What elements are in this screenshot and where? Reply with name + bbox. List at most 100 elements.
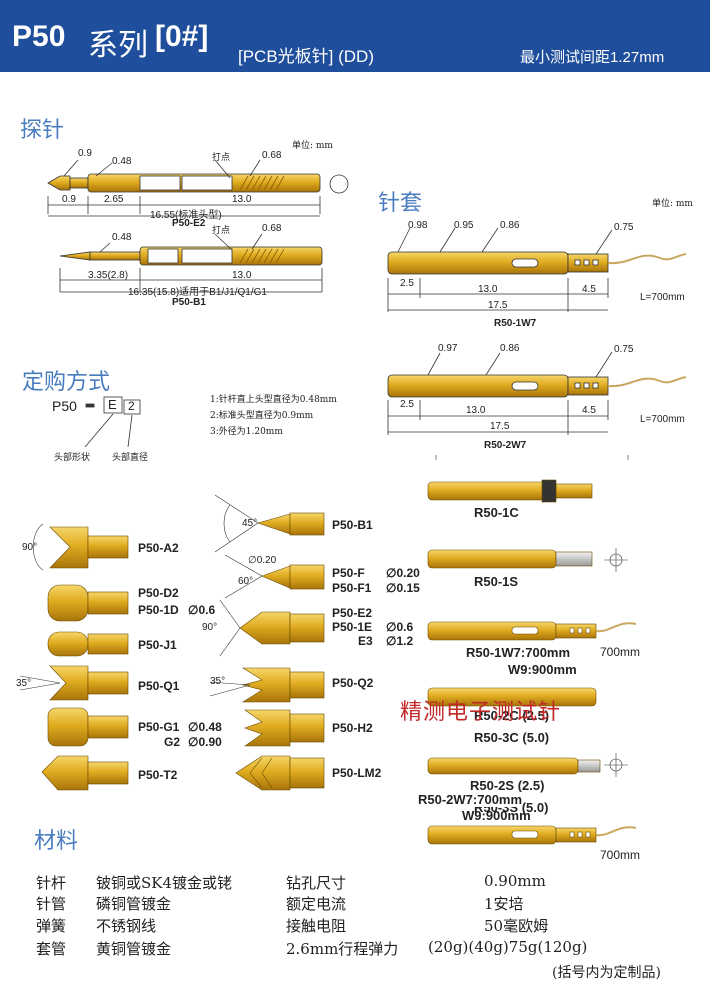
mat-v1-2: 不锈钢线 [96,917,157,935]
watermark-text: 精测电子测试针 [400,700,562,725]
w72-d4: 0.75 [614,344,634,355]
w72-total: 17.5 [490,421,510,432]
unit-label: 单位: mm [292,141,333,151]
mat-k1-3: 套管 [36,940,67,958]
w72-name: R50-2W7 [484,440,527,451]
head-g2-dia: ∅0.90 [188,735,222,749]
section-title-order: 定购方式 [22,370,111,395]
e2-d1: 0.9 [78,148,92,159]
w72-dim1: 2.5 [400,399,414,410]
e2-total: 16.55(标准头型) [150,210,222,221]
left-heads-drawing [19,523,129,791]
head-e3-dia: ∅1.2 [386,634,414,648]
sleeve-1w7-wire: 700mm [600,645,641,659]
head-h2: P50-H2 [332,721,373,735]
mat-v1-1: 磷铜管镀金 [96,895,172,913]
order-box-shape: E [108,397,117,412]
w72-wire: L=700mm [640,414,685,425]
head-1e-dia: ∅0.6 [386,620,414,634]
order-note-1: 1:针杆直上头型直径为0.48mm [210,395,337,405]
q1-angle: 35° [16,678,32,689]
order-code: P50 [52,398,77,414]
head-1d-dia: ∅0.6 [188,603,216,617]
mat-v1-3: 黄铜管镀金 [96,940,172,958]
head-j1: P50-J1 [138,638,177,652]
b1-d2: 0.48 [112,232,132,243]
mat-v2-0: 0.90mm [484,872,546,890]
head-f1-dia: ∅0.15 [386,581,420,595]
w72-dim3: 4.5 [582,405,596,416]
b1-dim3: 13.0 [232,270,252,281]
b1-name: P50-B1 [172,297,206,308]
head-a2: P50-A2 [138,541,179,555]
mat-v2-3: (20g)(40g)75g(120g) [428,938,588,956]
e2-dim1: 0.9 [62,194,76,205]
sleeve-2w7-wire: 700mm [600,848,641,862]
b1-dim1: 3.35(2.8) [88,270,129,281]
mat-k1-0: 针杆 [36,874,67,892]
probe-e2-drawing [47,159,349,217]
head-1e: P50-1E [332,620,373,634]
w7-d4: 0.75 [614,222,634,233]
e2-angle: 90° [202,622,218,633]
head-g2: G2 [164,735,181,749]
section-title-sleeve: 针套 [378,191,423,216]
head-b1: P50-B1 [332,518,373,532]
series-code: [0#] [155,20,209,53]
b1-mark: 打点 [212,226,231,236]
sleeve-1s: R50-1S [474,574,519,589]
f-top-dia: ∅0.20 [248,555,277,566]
e2-dim3: 13.0 [232,194,252,205]
head-d2: P50-D2 [138,586,179,600]
head-e3: E3 [358,634,373,648]
head-f-dia: ∅0.20 [386,566,420,580]
head-g1-dia: ∅0.48 [188,720,222,734]
head-e2: P50-E2 [332,606,373,620]
w72-d1: 0.97 [438,343,458,354]
w7-d2: 0.95 [454,220,474,231]
e2-dim2: 2.65 [104,194,124,205]
sleeve-unit-label: 单位: mm [652,199,693,209]
a2-angle: 90° [22,542,38,553]
head-f: P50-F [332,566,365,580]
sleeve-1w7-w9: W9:900mm [508,662,577,677]
head-lm2: P50-LM2 [332,766,382,780]
b1-angle: 45° [242,518,258,529]
e2-d3: 0.68 [262,150,282,161]
head-t2: P50-T2 [138,768,178,782]
subtitle: [PCB光板针] (DD) [238,47,374,66]
w7-d1: 0.98 [408,220,428,231]
order-caption-diameter: 头部直径 [112,453,149,463]
sleeve-1w7: R50-1W7:700mm [466,645,571,660]
mat-k2-3: 2.6mm行程弹力 [286,940,399,958]
order-caption-shape: 头部形状 [54,453,91,463]
head-g1: P50-G1 [138,720,180,734]
sleeve-3c: R50-3C (5.0) [474,730,550,745]
b1-d3: 0.68 [262,223,282,234]
mat-k2-2: 接触电阻 [286,917,347,935]
head-q2: P50-Q2 [332,676,374,690]
mat-k2-1: 额定电流 [286,895,347,913]
e2-name: P50-E2 [172,218,206,229]
q2-angle: 35° [210,676,226,687]
order-note-2: 2:标准头型直径为0.9mm [210,411,314,421]
head-f1: P50-F1 [332,581,372,595]
mat-k2-0: 钻孔尺寸 [286,874,347,892]
w7-dim3: 4.5 [582,284,596,295]
sleeve-1c: R50-1C [474,505,519,520]
head-q1: P50-Q1 [138,679,180,693]
w7-d3: 0.86 [500,220,520,231]
header-bar [0,0,710,72]
w7-wire: L=700mm [640,292,685,303]
sleeve-2s: R50-2S (2.5) [470,778,545,793]
w72-d2: 0.86 [500,343,520,354]
w72-dim2: 13.0 [466,405,486,416]
sleeve-2w7-drawing [387,351,687,435]
mat-k1-2: 弹簧 [36,917,67,935]
order-box-diameter: 2 [128,399,135,413]
probe-b1-drawing [59,233,323,293]
mat-v2-2: 50毫欧姆 [484,917,549,935]
w7-dim2: 13.0 [478,284,498,295]
e2-mark: 打点 [212,153,231,163]
